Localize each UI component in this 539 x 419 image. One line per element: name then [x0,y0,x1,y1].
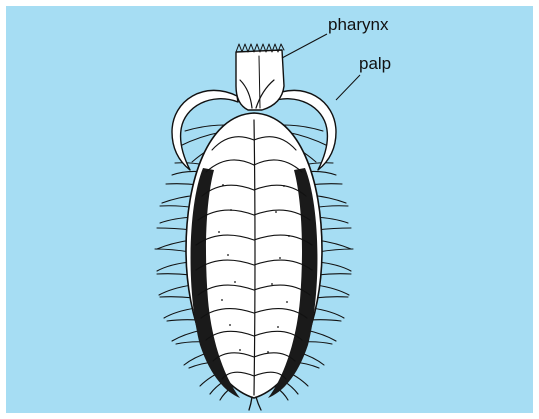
pharynx-label: pharynx [328,16,388,33]
palp-label: palp [359,55,391,72]
